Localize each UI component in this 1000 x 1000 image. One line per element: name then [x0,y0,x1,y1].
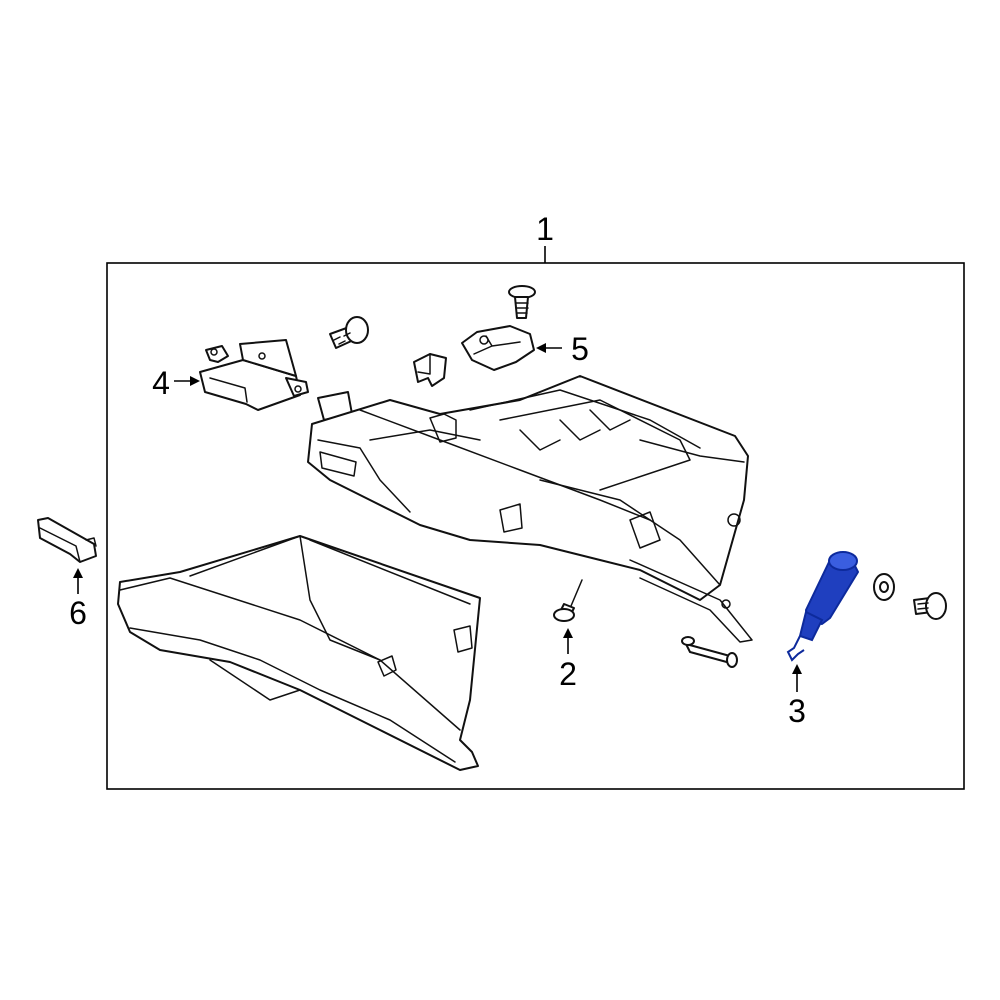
leader-arrow-2 [563,628,573,654]
part-1-housing[interactable] [307,375,753,643]
part-2-damper[interactable] [553,579,583,622]
bolt [329,316,369,349]
callout-4[interactable]: 4 [152,365,170,401]
screw [508,285,536,319]
part-6-handle[interactable] [37,517,97,563]
glove-box-bin[interactable] [117,535,481,771]
pin [681,636,738,668]
callout-6[interactable]: 6 [69,595,87,631]
leader-arrow-6 [73,568,83,594]
washer [873,573,895,601]
bolt [913,592,947,620]
assembly-frame [106,262,965,790]
part-5-cover[interactable] [461,325,535,371]
leader-arrow-5 [536,343,562,353]
leader-arrow-3 [792,664,802,692]
callout-2[interactable]: 2 [559,656,577,692]
callout-1[interactable]: 1 [536,211,554,247]
callout-5[interactable]: 5 [571,331,589,367]
leader-arrow-4 [174,376,200,386]
part-3-lock-cylinder[interactable] [786,551,859,662]
clip [413,353,447,387]
part-4-bracket[interactable] [199,339,309,411]
callout-3[interactable]: 3 [788,693,806,729]
